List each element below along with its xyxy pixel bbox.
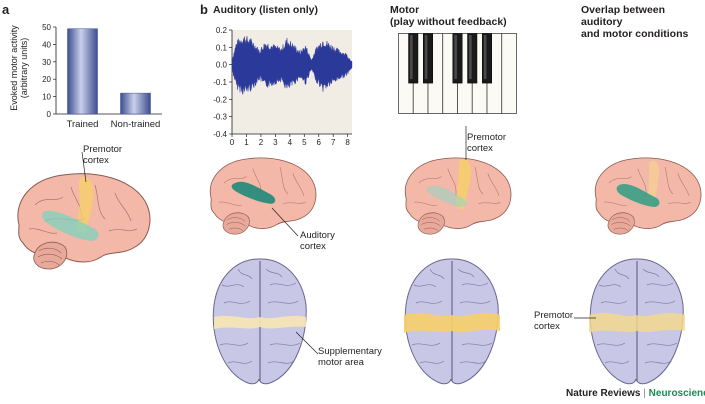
wave-ytick-label: -0.2 <box>213 95 227 104</box>
col2-title: Motor (play without feedback) <box>390 4 507 28</box>
bar-ytick-label: 20 <box>42 75 51 84</box>
panel-b-letter: b <box>200 2 208 17</box>
brain-lateral-overlap <box>594 157 702 235</box>
journal-subject: Neuroscience <box>648 388 705 399</box>
bar-ytick-label: 10 <box>42 93 51 102</box>
auditory-highlight <box>42 210 99 241</box>
premotor-leader-overlap <box>574 317 596 319</box>
bar-category-label: Non-trained <box>111 119 161 130</box>
wave-xtick-label: 2 <box>259 138 264 147</box>
auditory-cortex-highlight <box>231 181 276 204</box>
piano-keyboard <box>398 33 517 114</box>
wave-ytick-label: 0.2 <box>216 26 228 35</box>
brain-lateral-auditory <box>209 157 317 235</box>
col3-title: Overlap between auditory and motor condi… <box>581 4 705 40</box>
premotor-highlight <box>77 177 94 234</box>
black-key <box>452 33 463 84</box>
bar-non-trained <box>120 92 151 115</box>
ylabel-line2: (arbitrary units) <box>19 37 29 99</box>
bar-chart: 0 10 20 30 40 50 Trained Non-trained <box>42 23 162 130</box>
label-line1: Premotor <box>467 132 507 143</box>
wave-ytick-label: -0.1 <box>213 78 227 87</box>
label-line2: cortex <box>467 143 493 154</box>
bar-ytick-label: 30 <box>42 58 51 67</box>
wave-xtick-label: 7 <box>331 138 336 147</box>
bar-category-label: Trained <box>67 119 99 130</box>
panel-a-premotor-leader <box>81 151 87 183</box>
bar-ytick-label: 0 <box>47 110 52 119</box>
col3-title-line1: Overlap between auditory <box>581 4 666 28</box>
wave-xtick-label: 6 <box>317 138 322 147</box>
overlap-auditory-highlight <box>616 183 660 207</box>
black-key-shine <box>454 35 457 79</box>
black-key-shine <box>424 35 428 79</box>
sma-highlight <box>214 315 306 329</box>
bar-chart-ylabel: Evoked motor activity (arbitrary units) <box>9 3 29 133</box>
label-line1: Premotor <box>83 144 123 155</box>
white-key <box>501 33 517 114</box>
premotor-label-overlap: Premotor cortex <box>534 310 573 332</box>
audio-waveform <box>231 35 353 95</box>
label-line1: Supplementary <box>318 346 382 357</box>
brain-top-auditory <box>212 258 307 385</box>
sma-label: Supplementary motor area <box>318 346 382 368</box>
wave-xtick-label: 8 <box>345 138 350 147</box>
premotor-label-motor: Premotor cortex <box>467 132 506 154</box>
col3-title-line2: and motor conditions <box>581 28 689 40</box>
wave-xtick-label: 1 <box>244 138 249 147</box>
black-key <box>423 33 433 84</box>
label-line2: cortex <box>83 155 109 166</box>
panel-a-brain-lateral <box>17 173 151 270</box>
wave-xtick-label: 0 <box>230 138 235 147</box>
wave-ytick-label: 0.1 <box>216 43 228 52</box>
wave-ytick-label: -0.3 <box>213 113 227 122</box>
black-key <box>467 33 478 84</box>
label-line1: Auditory <box>300 230 335 241</box>
brain-top-overlap <box>589 258 685 385</box>
ylabel-line1: Evoked motor activity <box>9 25 19 111</box>
wave-xtick-label: 3 <box>273 138 278 147</box>
black-key-shine <box>410 35 413 79</box>
col2-title-line2: (play without feedback) <box>390 16 507 28</box>
premotor-leader-motor <box>465 126 467 160</box>
wave-ytick-label: 0.0 <box>216 61 228 70</box>
label-line2: cortex <box>534 321 560 332</box>
brain-lateral-motor <box>404 157 512 235</box>
wave-ytick-label: -0.4 <box>213 130 227 139</box>
wave-xtick-label: 5 <box>302 138 307 147</box>
auditory-leader <box>271 207 299 237</box>
journal-credit: Nature Reviews | Neuroscience <box>566 388 705 399</box>
bar-trained <box>67 28 98 115</box>
black-key <box>482 33 492 84</box>
bar-ytick-label: 40 <box>42 40 51 49</box>
overlap-band-highlight <box>589 313 685 333</box>
label-line2: motor area <box>318 357 364 368</box>
panel-a-letter: a <box>2 2 10 17</box>
overlap-premotor-highlight <box>647 160 660 206</box>
motor-band-highlight <box>404 313 500 333</box>
brain-top-motor <box>404 258 500 385</box>
auditory-region-faint <box>426 185 467 207</box>
black-key-shine <box>483 35 487 79</box>
black-key <box>408 33 419 84</box>
bar-ytick-label: 50 <box>42 23 51 32</box>
panel-a-premotor-label: Premotor cortex <box>83 144 122 166</box>
col2-title-line1: Motor <box>390 4 420 16</box>
black-key-shine <box>469 35 472 79</box>
wave-xtick-label: 4 <box>288 138 293 147</box>
label-line2: cortex <box>300 241 326 252</box>
col1-title: Auditory (listen only) <box>213 4 318 16</box>
label-line1: Premotor <box>534 310 574 321</box>
credit-separator: | <box>643 388 646 399</box>
auditory-cortex-label: Auditory cortex <box>300 230 335 252</box>
journal-name: Nature Reviews <box>566 388 641 399</box>
sma-leader <box>295 331 319 355</box>
